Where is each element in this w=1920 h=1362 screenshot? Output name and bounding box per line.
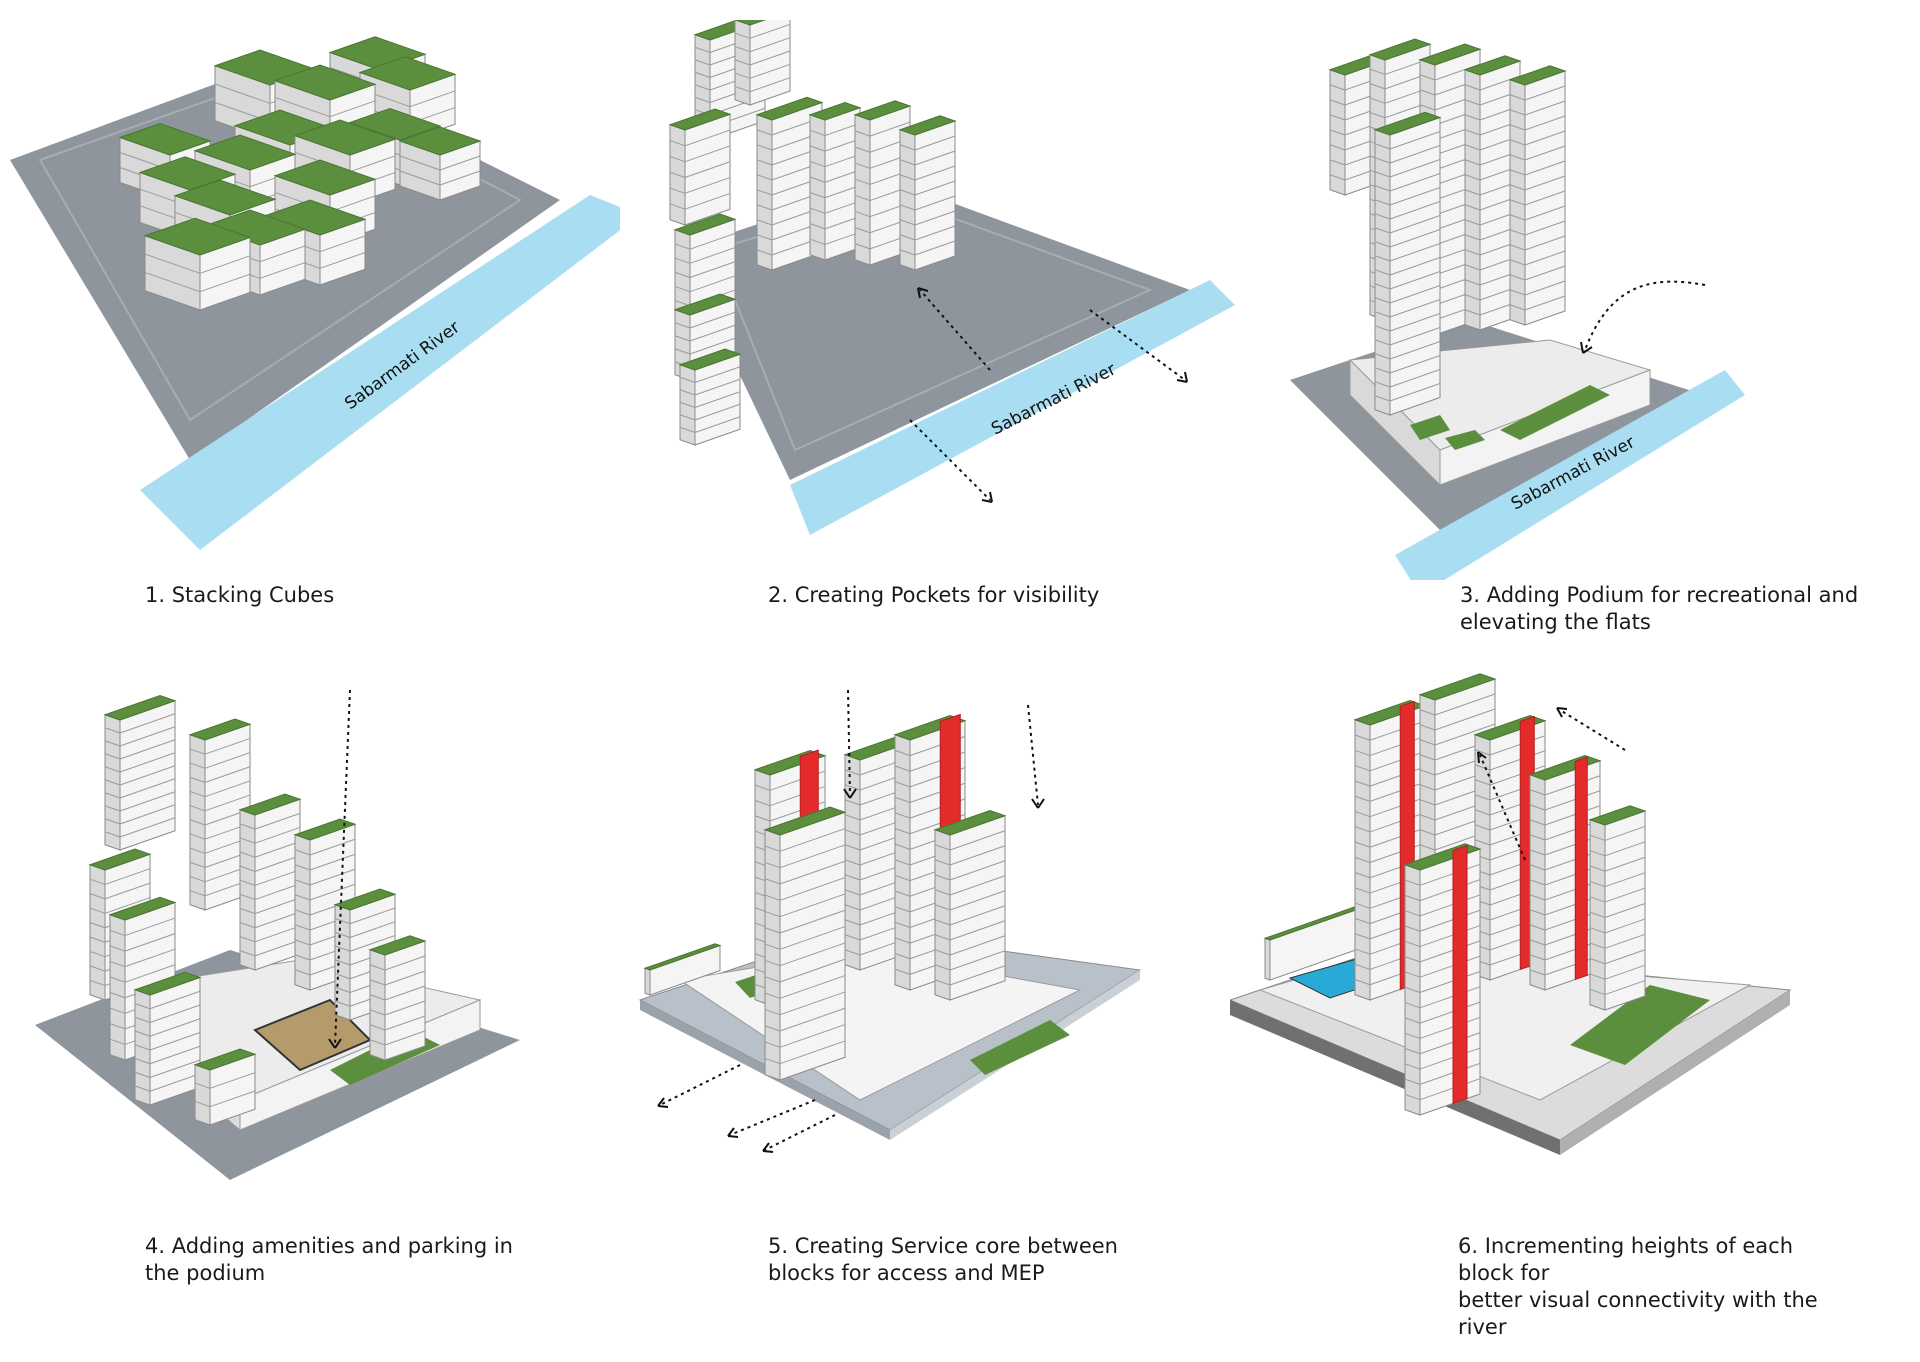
tower-6 [368,935,427,1061]
step-4-panel: 4. Adding amenities and parking in the p… [0,660,620,1285]
step-1-panel: Sabarmati River 1. Stacking Cubes [0,20,620,607]
tower-blocks [88,694,427,1126]
step-2-diagram: Sabarmati River [668,20,1235,535]
step-2-panel: Sabarmati River 2. Creating Pockets for … [660,20,1280,607]
step-4-caption: 4. Adding amenities and parking in the p… [145,1234,513,1285]
tower-1 [103,694,177,851]
tower-4 [933,809,1007,1001]
step-5-panel: 5. Creating Service core between blocks … [630,660,1250,1285]
step-5-diagram [638,689,1142,1153]
annotation-arrows [657,689,1045,1153]
podium-lawn [1570,985,1710,1065]
annotation-arrow [328,689,351,1049]
step-1-diagram: Sabarmati River [10,36,620,550]
tower-6 [1373,111,1442,416]
tower-5 [1508,65,1567,326]
tower-blocks [643,713,1007,1081]
step-6-diagram [1230,673,1792,1155]
podium-block [643,943,722,996]
step-1-caption: 1. Stacking Cubes [145,583,335,607]
view-arrow-down [909,419,991,501]
view-arrows [909,287,1188,503]
step-3-panel: Sabarmati River 3. Adding Podium for rec… [1270,20,1890,634]
cube-stack [118,36,482,311]
tower-3 [238,793,302,971]
tower-2 [188,718,252,911]
cube-7 [398,126,482,201]
step-3-caption: 3. Adding Podium for recreational and el… [1460,583,1859,634]
step-6-caption: 6. Incrementing heights of each block fo… [1458,1234,1818,1339]
tower-5 [1588,805,1647,1011]
tower-blocks [1328,38,1567,416]
podium-lawn [970,1020,1070,1075]
tower-9 [133,971,202,1106]
tower-10 [678,348,742,446]
view-arrow-right [1089,309,1186,381]
podium-lawn [1500,385,1610,440]
tower-4 [808,101,862,261]
tower-10 [193,1048,257,1126]
tower-blocks [1263,673,1647,1116]
tower-6 [898,115,957,271]
tower-6 [1403,843,1482,1116]
step-5-caption: 5. Creating Service core between blocks … [768,1234,1118,1285]
tower-5 [763,806,847,1081]
annotation-arrows [1477,707,1626,861]
step-3-diagram: Sabarmati River [1290,38,1745,580]
cube-16 [143,217,252,311]
step-4-diagram [35,689,520,1180]
step-2-caption: 2. Creating Pockets for visibility [768,583,1100,607]
tower-7 [668,108,732,226]
tower-2 [734,20,791,106]
step-6-panel: 6. Incrementing heights of each block fo… [1230,660,1850,1339]
annotation-arrow [1580,280,1706,354]
tower-blocks [668,20,957,446]
tower-1 [1353,699,1427,1001]
